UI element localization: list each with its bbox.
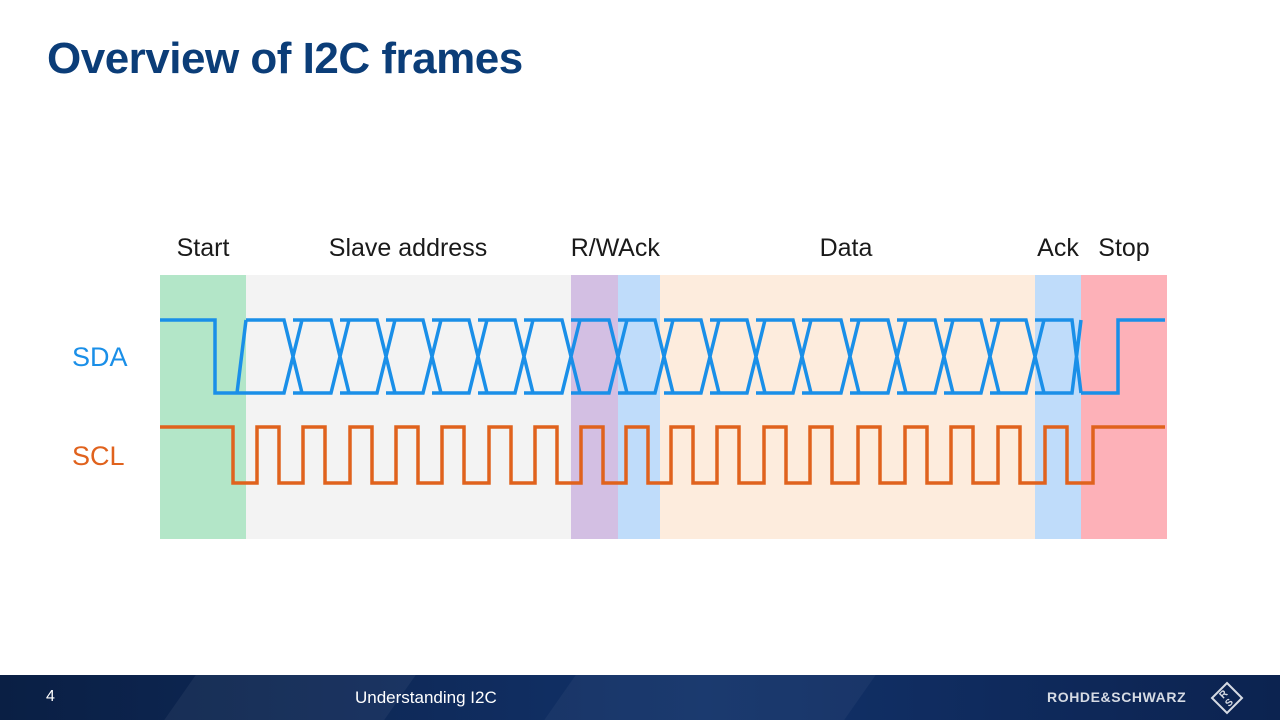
segment-band-slave-address [246,275,571,539]
footer-title: Understanding I2C [355,688,497,707]
brand-name: ROHDE&SCHWARZ [1047,689,1187,705]
segment-label-rw: R/W [571,234,620,262]
segment-band-stop [1081,275,1167,539]
segment-label-start: Start [177,234,230,262]
sda-waveform [160,318,1165,395]
segment-label-stop: Stop [1098,234,1149,262]
slide-title: Overview of I2C frames [47,34,523,83]
scl-waveform [160,425,1165,485]
segment-label-ack-1: Ack [618,234,660,262]
segment-backgrounds [160,275,1167,539]
segment-label-slave-address: Slave address [329,234,487,262]
segment-band-data [660,275,1035,539]
segment-band-rw [571,275,618,539]
segment-band-start [160,275,246,539]
svg-text:S: S [1223,697,1236,710]
footer-bar: 4 Understanding I2C ROHDE&SCHWARZ R S [0,675,1280,720]
segment-label-ack-2: Ack [1037,234,1079,262]
segment-labels: Start Slave address R/W Ack Data Ack Sto… [177,234,1150,262]
sda-signal-label: SDA [72,342,128,372]
segment-label-data: Data [820,234,873,262]
rohde-schwarz-logo-icon: R S [1210,681,1244,715]
segment-band-ack-2 [1035,275,1081,539]
page-number: 4 [46,688,55,705]
scl-signal-label: SCL [72,441,125,471]
segment-band-ack-1 [618,275,660,539]
